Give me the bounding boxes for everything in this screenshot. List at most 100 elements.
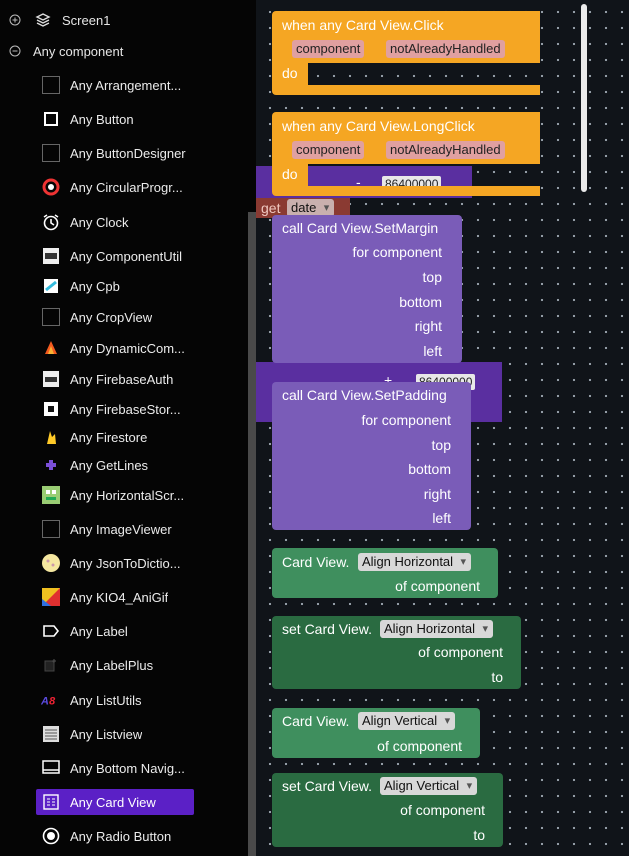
sidebar-item-arrangement[interactable]: Any Arrangement... — [36, 72, 194, 98]
do-label: do — [282, 65, 298, 81]
component-util-icon — [41, 246, 61, 266]
firebase-auth-icon — [41, 369, 61, 389]
sidebar-item-card-view[interactable]: Any Card View — [36, 789, 194, 815]
tree-row-any-component[interactable]: Any component — [0, 38, 123, 64]
sidebar-item-get-lines[interactable]: Any GetLines — [36, 452, 194, 478]
arg-top: top — [431, 437, 451, 453]
sidebar-scrollbar[interactable] — [248, 212, 256, 856]
get-align-vertical-block[interactable]: Card View. Align Vertical of component — [272, 708, 480, 758]
sidebar-item-label: Any FirebaseAuth — [70, 371, 174, 387]
get-date-block[interactable]: get date — [256, 198, 350, 218]
sidebar-item-dynamic-components[interactable]: Any DynamicCom... — [36, 335, 194, 361]
sidebar-item-label[interactable]: Any Label — [36, 618, 194, 644]
image-viewer-icon — [41, 519, 61, 539]
circular-progress-icon — [41, 177, 61, 197]
sidebar-item-label: Any Bottom Navig... — [70, 760, 185, 776]
sidebar-item-crop-view[interactable]: Any CropView — [36, 304, 194, 330]
label-icon — [41, 621, 61, 641]
setter-prefix: set Card View. — [282, 778, 373, 794]
when-click-event-block[interactable]: when any Card View.Click component notAl… — [272, 11, 540, 95]
expand-icon[interactable] — [8, 13, 22, 27]
sidebar-item-clock[interactable]: Any Clock — [36, 209, 194, 235]
radio-button-icon — [41, 826, 61, 846]
align-horizontal-dropdown[interactable]: Align Horizontal — [358, 553, 472, 571]
sidebar-item-label: Any Label — [70, 623, 128, 639]
tree-row-screen1[interactable]: Screen1 — [0, 7, 110, 33]
param-component[interactable]: component — [292, 141, 365, 159]
when-longclick-event-block[interactable]: when any Card View.LongClick component n… — [272, 112, 540, 196]
sidebar-item-component-util[interactable]: Any ComponentUtil — [36, 243, 194, 269]
set-align-vertical-block[interactable]: set Card View. Align Vertical of compone… — [272, 773, 503, 847]
align-horizontal-dropdown[interactable]: Align Horizontal — [380, 620, 494, 638]
getter-prefix: Card View. — [282, 713, 350, 729]
sidebar-item-label: Any GetLines — [70, 457, 149, 473]
arg-for-component: for component — [352, 244, 443, 260]
set-align-horizontal-block[interactable]: set Card View. Align Horizontal of compo… — [272, 616, 521, 689]
sidebar-item-label: Any Clock — [70, 214, 129, 230]
param-not-already-handled[interactable]: notAlreadyHandled — [386, 141, 505, 159]
arg-of-component: of component — [395, 578, 480, 594]
setter-prefix: set Card View. — [282, 621, 373, 637]
svg-text:8: 8 — [49, 696, 56, 707]
sidebar-item-label: Any CropView — [70, 309, 153, 325]
sidebar-item-label: Any Arrangement... — [70, 77, 182, 93]
arg-of-component: of component — [418, 644, 503, 660]
arg-of-component: of component — [400, 802, 485, 818]
click-event-title: when any Card View.Click — [282, 17, 444, 33]
get-align-horizontal-block[interactable]: Card View. Align Horizontal of component — [272, 548, 498, 598]
group-label: Any component — [33, 43, 124, 59]
align-vertical-dropdown[interactable]: Align Vertical — [380, 777, 478, 795]
dynamic-components-icon — [41, 338, 61, 358]
sidebar-item-circular-progress[interactable]: Any CircularProgr... — [36, 174, 194, 200]
sidebar-item-horizontal-scroll[interactable]: Any HorizontalScr... — [36, 482, 194, 508]
do-label: do — [282, 166, 298, 182]
sidebar-item-label: Any Button — [70, 111, 134, 127]
sidebar-item-firebase-auth[interactable]: Any FirebaseAuth — [36, 366, 194, 392]
sidebar-item-button[interactable]: Any Button — [36, 106, 194, 132]
sidebar-item-firestore[interactable]: Any Firestore — [36, 424, 194, 450]
sidebar-item-label: Any LabelPlus — [70, 657, 154, 673]
call-set-margin-block[interactable]: call Card View.SetMargin for component t… — [272, 215, 462, 363]
crop-view-icon — [41, 307, 61, 327]
sidebar-item-label: Any Radio Button — [70, 828, 172, 844]
arg-left: left — [423, 343, 442, 359]
sidebar-item-label: Any FirebaseStor... — [70, 401, 181, 417]
sidebar-item-image-viewer[interactable]: Any ImageViewer — [36, 516, 194, 542]
sidebar-item-bottom-navigation[interactable]: Any Bottom Navig... — [36, 755, 194, 781]
bottom-navigation-icon — [41, 758, 61, 778]
cpb-icon — [41, 276, 61, 296]
sidebar-item-button-designer[interactable]: Any ButtonDesigner — [36, 140, 194, 166]
param-component[interactable]: component — [292, 40, 365, 58]
card-view-icon — [41, 792, 61, 812]
arg-right: right — [414, 318, 442, 334]
sidebar-item-cpb[interactable]: Any Cpb — [36, 273, 194, 299]
sidebar-item-label: Any CircularProgr... — [70, 179, 183, 195]
sidebar-item-label: Any ListUtils — [70, 692, 142, 708]
sidebar-item-label: Any Card View — [70, 794, 156, 810]
call-set-padding-block[interactable]: call Card View.SetPadding for component … — [272, 382, 471, 530]
arg-for-component: for component — [361, 412, 452, 428]
collapse-icon[interactable] — [8, 44, 22, 58]
align-vertical-dropdown[interactable]: Align Vertical — [358, 712, 456, 730]
date-variable-dropdown[interactable]: date — [287, 199, 335, 217]
set-margin-title: call Card View.SetMargin — [282, 220, 439, 236]
sidebar-item-anigif[interactable]: Any KIO4_AniGif — [36, 584, 194, 610]
param-not-already-handled[interactable]: notAlreadyHandled — [386, 40, 505, 58]
workspace-scrollbar[interactable] — [581, 4, 587, 192]
sidebar-item-label: Any ButtonDesigner — [70, 145, 186, 161]
button-icon — [41, 109, 61, 129]
sidebar-item-label-plus[interactable]: Any LabelPlus — [36, 652, 194, 678]
set-padding-title: call Card View.SetPadding — [282, 387, 447, 403]
layers-icon — [35, 12, 51, 28]
sidebar-item-json-to-dictionary[interactable]: Any JsonToDictio... — [36, 550, 194, 576]
sidebar-item-firebase-storage[interactable]: Any FirebaseStor... — [36, 396, 194, 422]
screen-label: Screen1 — [62, 12, 111, 28]
arg-left: left — [432, 510, 451, 526]
sidebar-item-listview[interactable]: Any Listview — [36, 721, 194, 747]
component-tree-sidebar: Screen1 Any component Any Arrangement...… — [0, 0, 256, 856]
plus-label: + — [384, 372, 393, 388]
sidebar-item-label: Any Firestore — [70, 429, 148, 445]
sidebar-item-radio-button[interactable]: Any Radio Button — [36, 823, 194, 849]
